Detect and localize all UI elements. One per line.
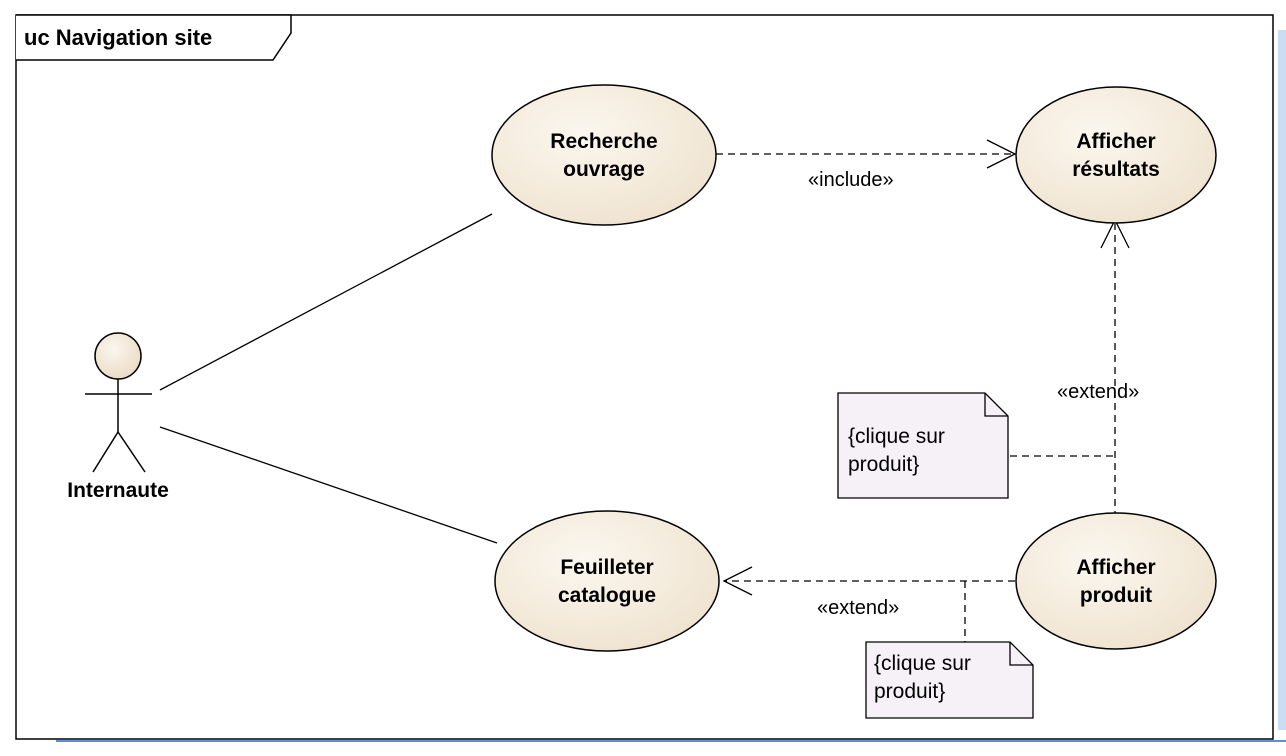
actor-internaute[interactable]: Internaute: [67, 332, 169, 502]
use-case-label: catalogue: [558, 584, 656, 607]
extend-label-vertical: «extend»: [1057, 381, 1139, 403]
include-relation: «include»: [716, 139, 1017, 191]
use-case-label: produit: [1080, 584, 1152, 607]
use-case-afficher-produit[interactable]: Afficher produit: [1015, 512, 1217, 650]
use-case-label: Afficher: [1076, 556, 1155, 579]
use-case-label: résultats: [1072, 158, 1160, 181]
use-case-label: Afficher: [1076, 130, 1155, 153]
note-text: {clique sur: [874, 652, 971, 675]
use-case-afficher-resultats[interactable]: Afficher résultats: [1015, 86, 1217, 224]
note-text: {clique sur: [848, 425, 945, 448]
note-text: produit}: [874, 680, 945, 703]
include-label: «include»: [808, 169, 894, 191]
use-case-label: Recherche: [550, 130, 657, 153]
use-case-feuilleter-catalogue[interactable]: Feuilleter catalogue: [494, 510, 720, 652]
extend-label-horizontal: «extend»: [817, 597, 899, 619]
extend-relation-horizontal: «extend»: [722, 566, 1015, 642]
actor-name: Internaute: [67, 479, 169, 502]
use-case-recherche-ouvrage[interactable]: Recherche ouvrage: [491, 84, 717, 226]
right-edge-accent: [1278, 30, 1286, 730]
actor-head-icon: [94, 332, 142, 380]
extend-relation-vertical: «extend»: [1010, 218, 1139, 518]
use-case-label: Feuilleter: [560, 556, 653, 579]
note-text: produit}: [848, 453, 919, 476]
note-lower[interactable]: {clique sur produit}: [865, 641, 1034, 719]
association-feuilleter: [159, 426, 498, 544]
use-case-label: ouvrage: [563, 158, 645, 181]
note-upper[interactable]: {clique sur produit}: [837, 392, 1009, 499]
association-recherche: [159, 213, 493, 391]
frame-title: uc Navigation site: [24, 25, 212, 50]
